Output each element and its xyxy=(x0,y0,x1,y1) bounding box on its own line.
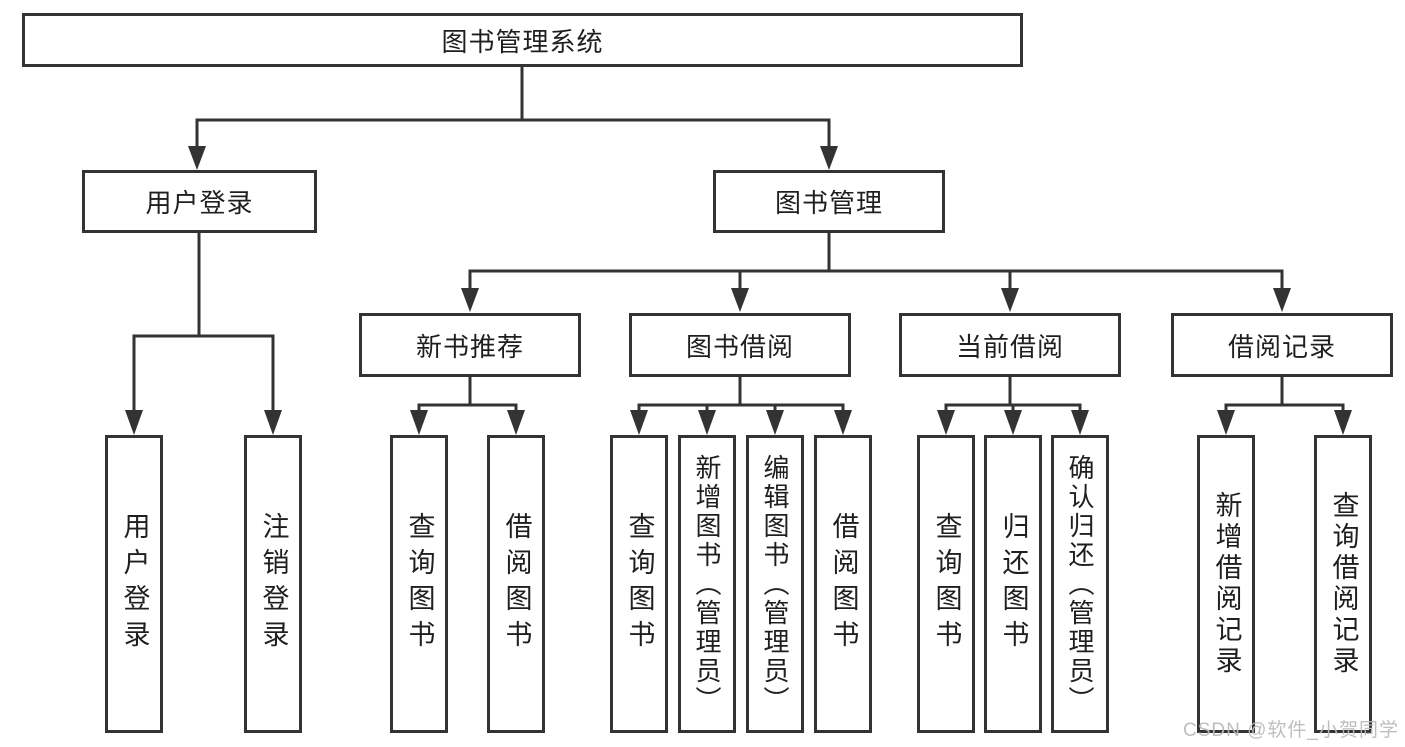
leaf-label: 归还图书 xyxy=(998,512,1029,656)
leaf-label: 用户登录 xyxy=(119,512,150,656)
leaf-user-login: 用户登录 xyxy=(105,435,163,733)
node-new-book-recommend: 新书推荐 xyxy=(359,313,581,377)
node-library-management-system: 图书管理系统 xyxy=(22,13,1023,67)
leaf-query-borrow-record: 查询借阅记录 xyxy=(1314,435,1372,733)
leaf-query-books-recommend: 查询图书 xyxy=(390,435,448,733)
leaf-query-books-current: 查询图书 xyxy=(917,435,975,733)
leaf-label: 编辑图书（管理员） xyxy=(760,453,790,715)
arrowheads xyxy=(125,146,1352,435)
leaf-edit-books-admin: 编辑图书（管理员） xyxy=(746,435,804,733)
leaf-logout: 注销登录 xyxy=(244,435,302,733)
leaf-label: 新增借阅记录 xyxy=(1211,491,1242,677)
leaf-label: 查询借阅记录 xyxy=(1328,491,1359,677)
leaf-label: 查询图书 xyxy=(404,512,435,656)
leaf-confirm-return-admin: 确认归还（管理员） xyxy=(1051,435,1109,733)
leaf-borrow-books: 借阅图书 xyxy=(814,435,872,733)
leaf-label: 借阅图书 xyxy=(501,512,532,656)
csdn-watermark: CSDN @软件_小贺同学 xyxy=(1183,720,1399,741)
node-book-borrow: 图书借阅 xyxy=(629,313,851,377)
leaf-query-books-borrow: 查询图书 xyxy=(610,435,668,733)
leaf-label: 注销登录 xyxy=(258,512,289,656)
leaf-label: 确认归还（管理员） xyxy=(1065,453,1095,715)
leaf-borrow-books-recommend: 借阅图书 xyxy=(487,435,545,733)
leaf-label: 借阅图书 xyxy=(828,512,859,656)
leaf-label: 查询图书 xyxy=(624,512,655,656)
leaf-add-borrow-record: 新增借阅记录 xyxy=(1197,435,1255,733)
leaf-label: 查询图书 xyxy=(931,512,962,656)
node-borrow-records: 借阅记录 xyxy=(1171,313,1393,377)
leaf-return-books: 归还图书 xyxy=(984,435,1042,733)
node-current-borrow: 当前借阅 xyxy=(899,313,1121,377)
node-user-login: 用户登录 xyxy=(82,170,317,233)
node-book-management: 图书管理 xyxy=(713,170,945,233)
leaf-label: 新增图书（管理员） xyxy=(692,453,722,715)
leaf-add-books-admin: 新增图书（管理员） xyxy=(678,435,736,733)
